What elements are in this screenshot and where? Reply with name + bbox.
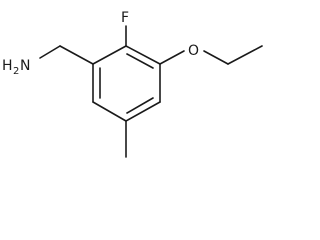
bond-ch2-to-nh2 bbox=[39, 45, 61, 59]
ring-double-bond-inner-2 bbox=[126, 97, 154, 114]
ring-bond-c2-c3 bbox=[125, 45, 161, 65]
bond-ring-to-oxygen bbox=[159, 50, 185, 65]
amine-label: H 2 N bbox=[2, 58, 30, 77]
amine-h-label: H bbox=[2, 58, 13, 74]
fluorine-label: F bbox=[121, 10, 129, 26]
amine-subscript-label: 2 bbox=[13, 66, 19, 77]
ring-bond-c4-c5 bbox=[125, 101, 161, 122]
bond-ring-to-ch2 bbox=[59, 45, 94, 65]
amine-n-label: N bbox=[20, 58, 30, 74]
structure-diagram: H 2 N F O bbox=[2, 10, 263, 158]
benzene-ring bbox=[92, 45, 161, 122]
oxygen-label: O bbox=[188, 43, 199, 59]
ring-bond-c1-c2 bbox=[92, 45, 127, 65]
ring-bond-c5-c6 bbox=[92, 101, 127, 122]
bond-oxygen-to-ch2 bbox=[203, 50, 229, 65]
ring-double-bond-inner-1 bbox=[126, 53, 154, 69]
bond-ethyl-ch2-ch3 bbox=[227, 45, 263, 65]
